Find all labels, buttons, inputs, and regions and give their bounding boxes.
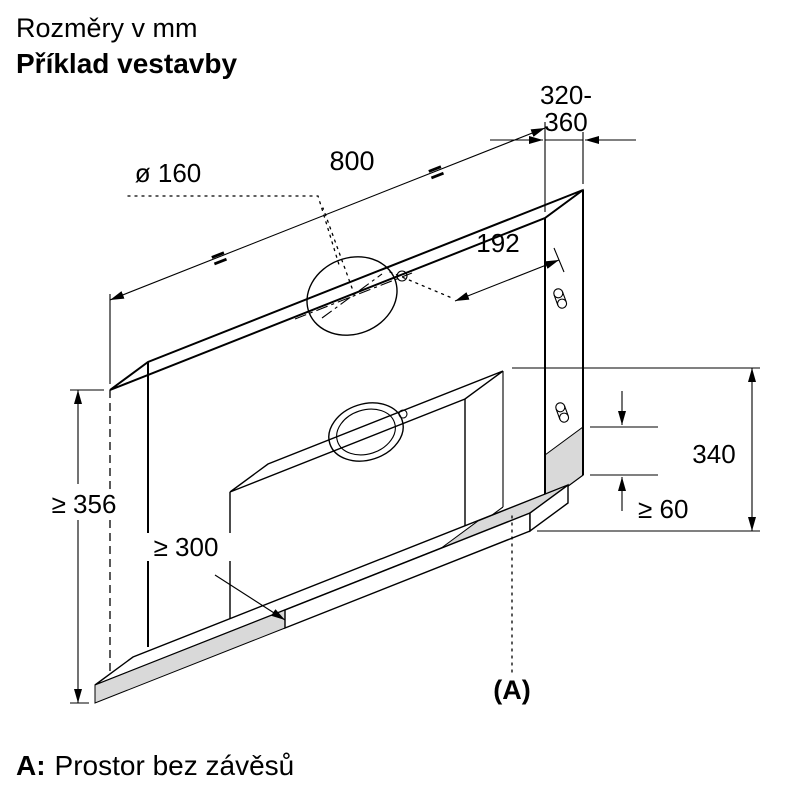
label-backing (38, 490, 130, 518)
dim-label-hinge-free: ≥ 60 (638, 494, 688, 524)
cabinet-top-face (109, 189, 584, 391)
title-example: Příklad vestavby (16, 47, 238, 79)
dim-label-width: 800 (329, 146, 374, 176)
hood-top-panel (229, 370, 504, 493)
dimension-depth-320-360: 320- 360 (490, 80, 636, 184)
visor-front-face (284, 511, 531, 630)
dimension-width-800: = = 800 (109, 122, 546, 384)
visor-front-strip (94, 609, 286, 704)
dim-label-duct-diameter: ø 160 (135, 158, 202, 188)
hinge-icon (555, 402, 570, 423)
dimension-offset-192: 192 (389, 228, 565, 302)
legend: A: Prostor bez závěsů (16, 750, 294, 782)
legend-key: A: (16, 750, 46, 781)
page-title: Rozměry v mm Příklad vestavby (16, 12, 237, 81)
area-a-label: (A) (493, 675, 530, 705)
duct-spigot (328, 402, 408, 462)
dim-label-depth-2: 360 (544, 107, 587, 137)
dimension-side-height: 340 (512, 367, 760, 532)
spigot-tab-icon (398, 409, 408, 419)
dimension-niche-height: ≥ 356 (38, 389, 130, 704)
dimension-inner-depth: ≥ 300 (140, 532, 286, 621)
dim-label-niche-height: ≥ 356 (52, 489, 117, 519)
dimension-hinge-free: ≥ 60 (590, 391, 688, 524)
hinge-icon (553, 288, 568, 309)
label-backing (140, 533, 234, 561)
visor-end-face (529, 483, 569, 533)
dim-label-inner-depth: ≥ 300 (154, 532, 219, 562)
dim-label-offset: 192 (476, 228, 519, 258)
legend-text: Prostor bez závěsů (54, 750, 295, 781)
dim-label-depth-1: 320- (540, 80, 592, 110)
equal-mark-right: = (423, 155, 448, 188)
area-a-marker: (A) (493, 515, 531, 705)
dim-label-side-height: 340 (692, 439, 735, 469)
pullout-visor (94, 483, 569, 704)
title-units: Rozměry v mm (16, 13, 198, 43)
equal-mark-left: = (206, 241, 231, 274)
